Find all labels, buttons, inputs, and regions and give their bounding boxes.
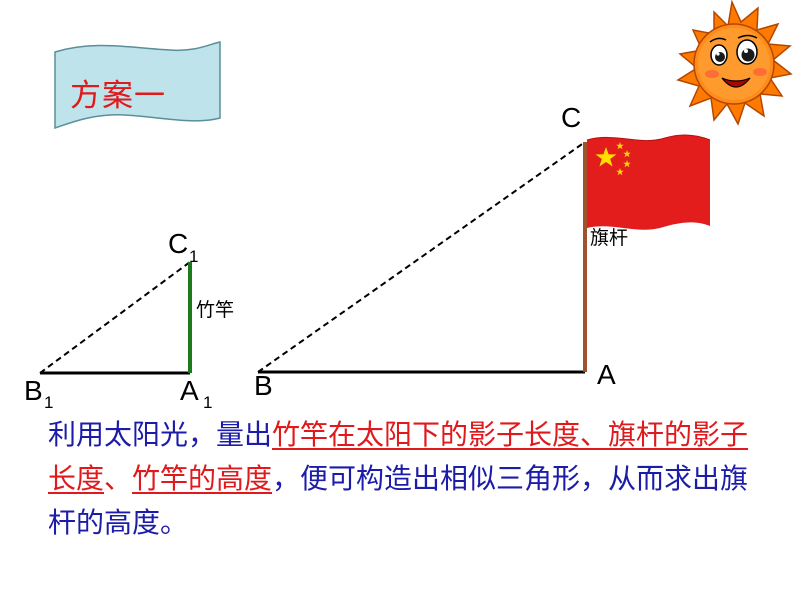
description-part: 利用太阳光，量出 [48,418,273,451]
flagpole-label: 旗杆 [590,227,629,249]
description-part: ，便可构造出相似三角形，从而求出旗杆的高度。 [48,462,749,539]
label-b: B [254,370,273,401]
description-text: 利用太阳光，量出竹竿在太阳下的影子长度、旗杆的影子长度、竹竿的高度，便可构造出相… [48,413,768,545]
large-hypotenuse [257,141,586,373]
flag-icon [586,134,711,230]
sun-icon [676,0,793,126]
label-b1: B [24,375,43,406]
small-star-icon [616,168,624,176]
banner-shape [54,41,221,130]
label-b1-subscript: 1 [44,393,54,412]
description-highlight: 竹竿的高度 [132,462,273,495]
label-a: A [597,359,616,390]
label-a1-subscript: 1 [203,393,213,412]
description-highlight: 竹竿在太阳下的影子长度、 [272,418,609,451]
banner-title: 方案一 [70,78,166,114]
label-c: C [561,102,582,133]
big-star-icon [595,147,617,167]
label-a1: A [180,375,199,406]
small-star-icon [623,150,631,158]
label-c1-subscript: 1 [189,247,199,266]
description-highlight: 、 [104,462,133,495]
label-c1: C [168,228,189,259]
small-star-icon [623,160,631,168]
small-star-icon [616,142,624,150]
small-hypotenuse [39,261,191,374]
bamboo-pole-label: 竹竿 [196,299,235,321]
description-highlight: 旗杆的影子长度 [48,418,749,495]
